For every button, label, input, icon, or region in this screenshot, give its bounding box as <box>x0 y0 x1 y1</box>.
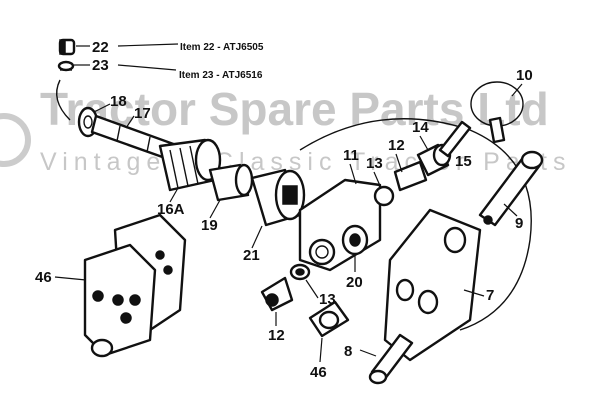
part-7-hitch-bracket <box>383 208 482 362</box>
part-21-splined-hub <box>250 168 306 227</box>
part-13-small-bush-upper <box>373 185 395 207</box>
part-20-threaded-bush <box>341 224 369 256</box>
leader-item22 <box>117 43 179 47</box>
part-10-linch-pin <box>470 81 524 144</box>
item-ref-22: Item 22 - ATJ6505 <box>180 42 264 53</box>
item-ref-23: Item 23 - ATJ6516 <box>179 70 263 81</box>
part-16a-gear-coupling <box>158 138 222 192</box>
part-46-nut-lower <box>308 300 350 338</box>
callout-19: 19 <box>201 217 218 234</box>
callout-46-lower: 46 <box>310 364 327 381</box>
part-12-bolt-upper <box>393 160 428 192</box>
part-15-pin <box>438 120 472 158</box>
part-9-clevis-pin <box>478 150 544 227</box>
callout-9: 9 <box>515 215 523 232</box>
part-19-collar <box>208 163 254 202</box>
part-22-small-bush <box>58 38 76 56</box>
callout-12-lower: 12 <box>268 327 285 344</box>
callout-10: 10 <box>516 67 533 84</box>
assembly-guide-arc <box>299 118 532 331</box>
callout-20: 20 <box>346 274 363 291</box>
callout-22: 22 <box>92 39 109 56</box>
callout-21: 21 <box>243 247 260 264</box>
part-46-side-plates-left <box>83 213 187 358</box>
callout-16a: 16A <box>157 201 185 218</box>
callout-8: 8 <box>344 343 352 360</box>
callout-14: 14 <box>412 119 429 136</box>
callout-17: 17 <box>134 105 151 122</box>
leader-item23 <box>117 64 177 71</box>
callout-18: 18 <box>110 93 127 110</box>
part-8-pin <box>368 333 414 385</box>
callout-46-left: 46 <box>35 269 52 286</box>
part-13-washer-lower <box>289 263 311 281</box>
callout-15: 15 <box>455 153 472 170</box>
callout-11: 11 <box>343 147 359 164</box>
callout-23: 23 <box>92 57 109 74</box>
watermark-tractor-logo-icon <box>0 113 31 167</box>
watermark-subtitle: Vintage & Classic Tractor Parts <box>40 148 572 176</box>
callout-7: 7 <box>486 287 494 304</box>
callout-13-upper: 13 <box>366 155 383 172</box>
part-23-clip <box>57 60 75 72</box>
part-12-bolt-lower <box>260 276 294 312</box>
callout-12-upper: 12 <box>388 137 405 154</box>
part-11-bracket <box>298 178 382 272</box>
